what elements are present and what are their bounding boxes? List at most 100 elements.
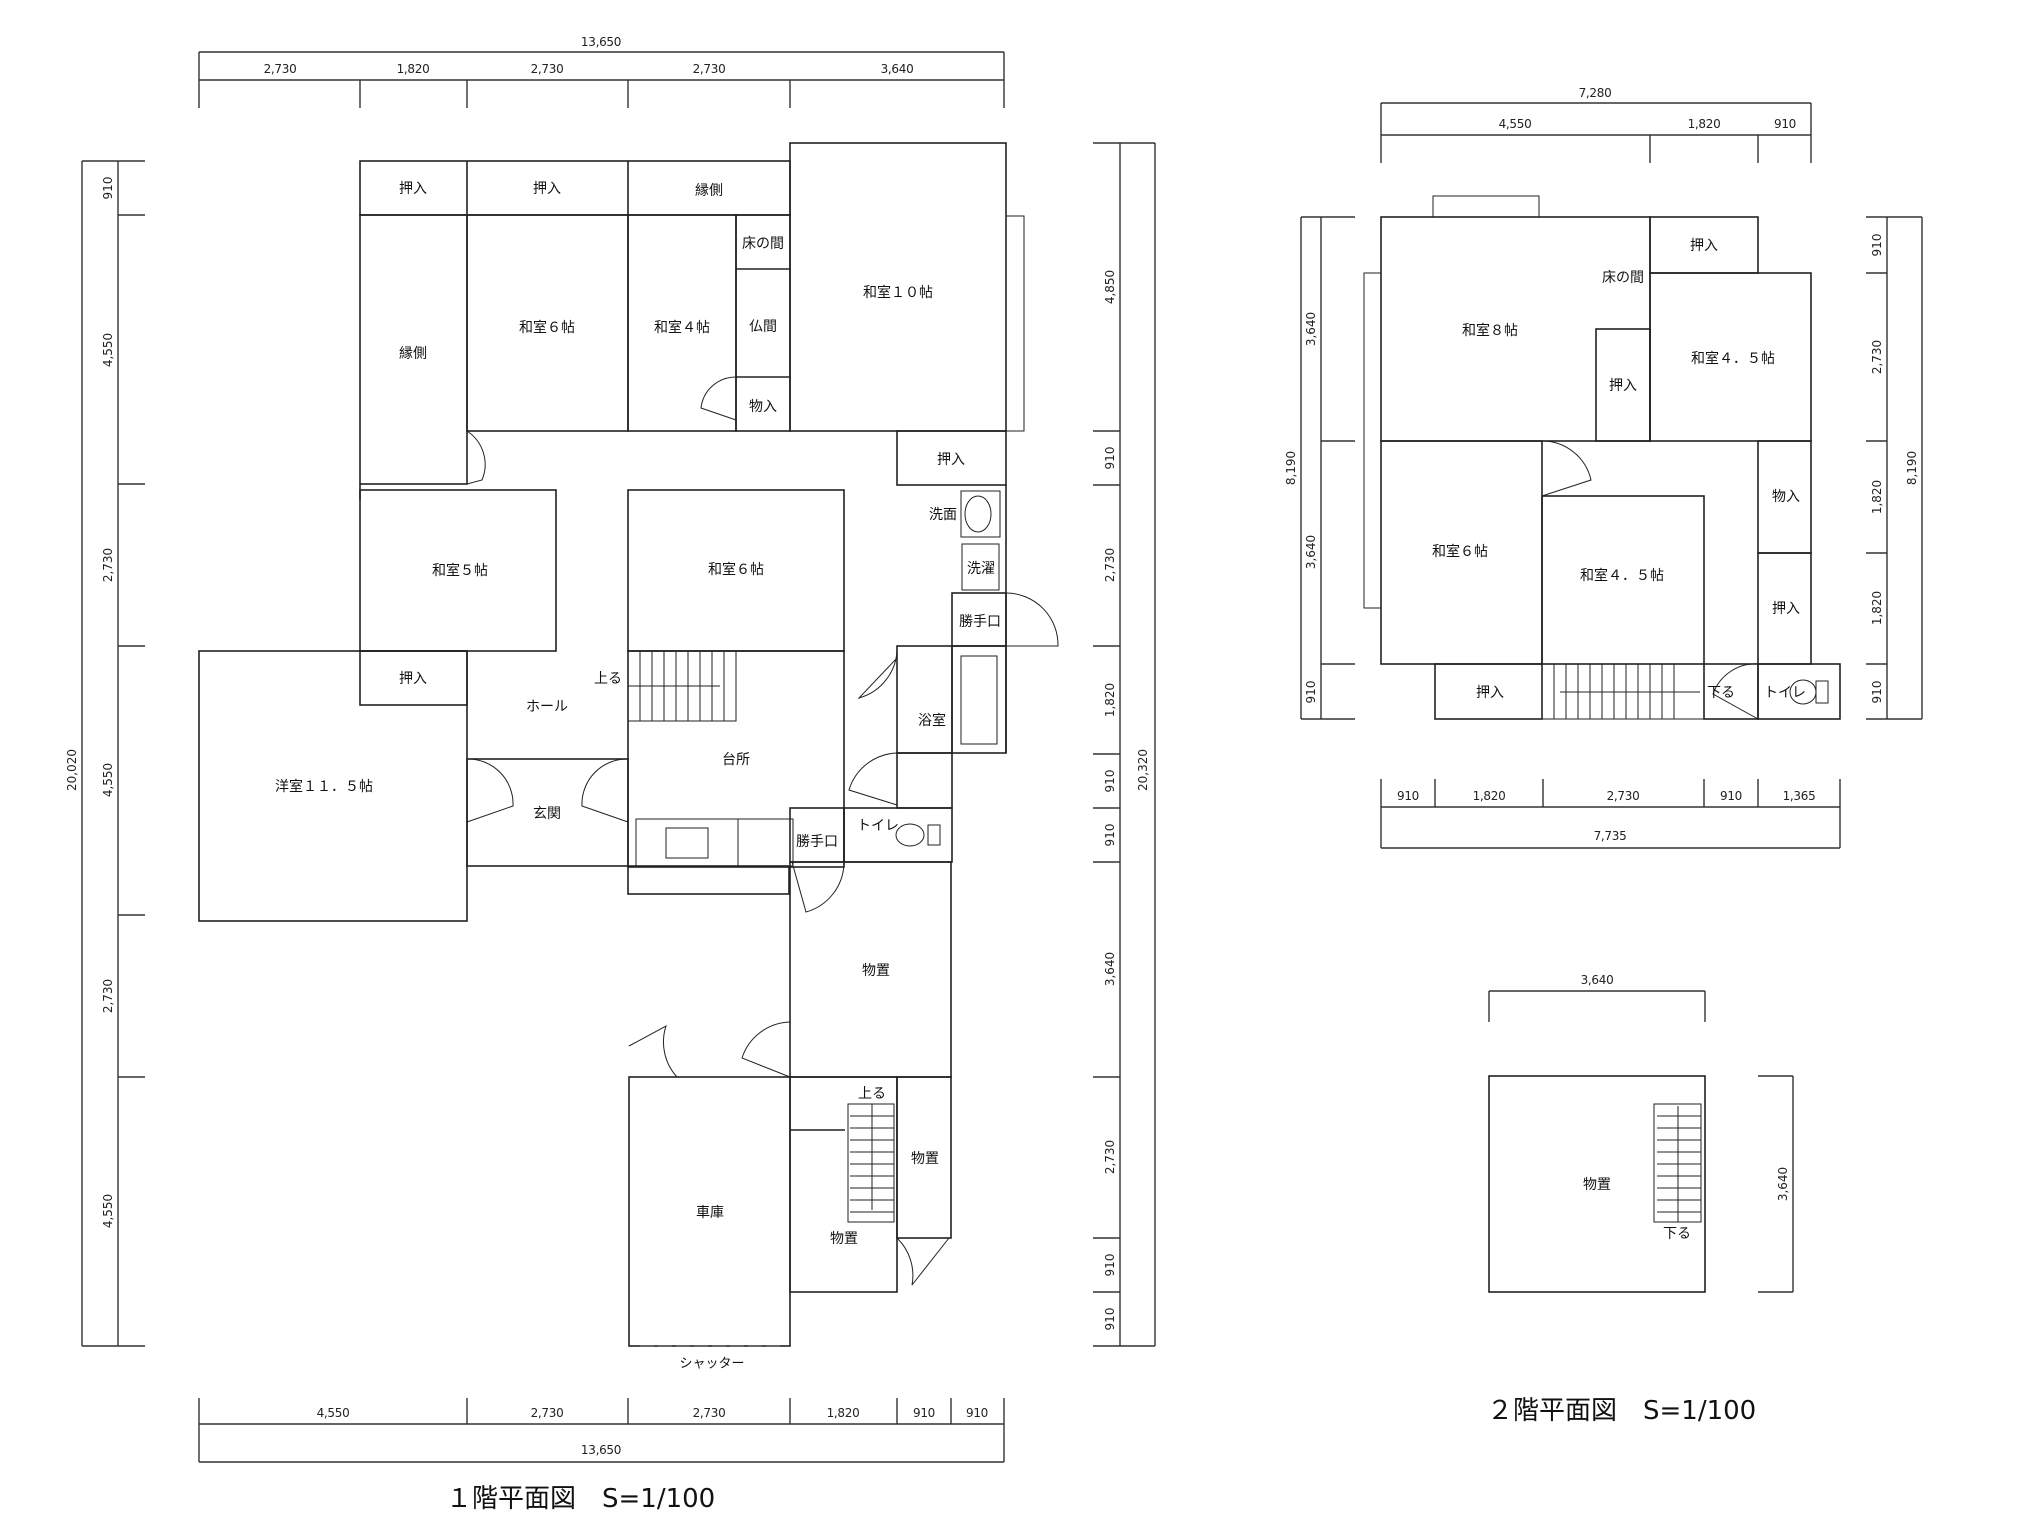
- room-oshiire: 押入: [399, 671, 427, 687]
- door-swing: [700, 376, 737, 421]
- room-katteguchi: 勝手口: [796, 834, 838, 850]
- floor1-dim-bottom-seg: 1,820: [826, 1406, 860, 1420]
- floor2-dim-right-seg: 1,820: [1870, 590, 1884, 626]
- floor1-dim-top-seg: 2,730: [530, 62, 564, 76]
- floor2-dimensions: [1300, 102, 1923, 849]
- room-monooki: 物置: [830, 1231, 858, 1247]
- floor2-dim-left-total: 8,190: [1284, 450, 1298, 486]
- room-toilet: トイレ: [857, 818, 899, 834]
- room-washitsu-8: 和室８帖: [1462, 323, 1518, 339]
- floor1-dim-right-seg: 910: [1103, 823, 1117, 847]
- floor2-dim-right-seg: 2,730: [1870, 339, 1884, 375]
- room-monoire: 物入: [1772, 489, 1800, 505]
- floor2-dim-right-total: 8,190: [1905, 450, 1919, 486]
- floor2-dim-top-seg: 1,820: [1687, 117, 1721, 131]
- room-daidokoro: 台所: [722, 752, 750, 768]
- floor1-dim-right-seg: 4,850: [1103, 269, 1117, 305]
- floor1-dim-right-total: 20,320: [1136, 749, 1150, 791]
- room-butsuma: 仏間: [749, 319, 777, 335]
- floor1-dim-right-seg: 3,640: [1103, 951, 1117, 987]
- floor1-dim-bottom-seg: 910: [912, 1406, 936, 1420]
- floor2-dim-right-seg: 910: [1870, 233, 1884, 257]
- stairs-down-label: 下る: [1663, 1226, 1691, 1242]
- room-hall: ホール: [526, 699, 568, 715]
- floor1-dim-top-seg: 3,640: [880, 62, 914, 76]
- floor2-title: ２階平面図 S=1/100: [1487, 1396, 1757, 1426]
- room-oshiire: 押入: [533, 181, 561, 197]
- floor1-dim-bottom-seg: 4,550: [316, 1406, 350, 1420]
- floor2-dim-bottom-seg: 1,820: [1472, 789, 1506, 803]
- floor1-dim-top-total: 13,650: [580, 35, 622, 49]
- floor1-dim-top-seg: 1,820: [396, 62, 430, 76]
- stairs-down-label: 下る: [1707, 685, 1735, 701]
- room-toilet: トイレ: [1764, 685, 1806, 701]
- floor1-dim-top-seg: 2,730: [692, 62, 726, 76]
- floor2-walls: [1363, 195, 1841, 720]
- floor1-dim-right-seg: 2,730: [1103, 1139, 1117, 1175]
- room-monoire: 物入: [749, 399, 777, 415]
- room-washitsu-6: 和室６帖: [708, 562, 764, 578]
- floor2-dim-left-seg: 910: [1304, 680, 1318, 704]
- floor1-dim-left-seg: 4,550: [101, 1193, 115, 1229]
- stairs-1f-lower: [847, 1103, 895, 1223]
- floor1-dim-bottom-seg: 2,730: [692, 1406, 726, 1420]
- floor1-dim-right-seg: 910: [1103, 1307, 1117, 1331]
- floor2-dim-bottom-seg: 1,365: [1782, 789, 1816, 803]
- floor1-dim-bottom-total: 13,650: [580, 1443, 622, 1457]
- room-katteguchi: 勝手口: [959, 614, 1001, 630]
- floor2-dim-top-seg: 4,550: [1498, 117, 1532, 131]
- room-engawa: 縁側: [695, 183, 723, 199]
- room-tokonoma: 床の間: [742, 236, 784, 252]
- floor1-dim-left-seg: 4,550: [101, 332, 115, 368]
- stairs-up-label: 上る: [594, 671, 622, 687]
- floor2-dim-bottom-seg: 910: [1719, 789, 1743, 803]
- floor1-title: １階平面図 S=1/100: [446, 1484, 716, 1514]
- room-yokushitsu: 浴室: [918, 713, 946, 729]
- floor1-dim-top-seg: 2,730: [263, 62, 297, 76]
- floor1-dim-right-seg: 1,820: [1103, 682, 1117, 718]
- room-washitsu-6: 和室６帖: [519, 320, 575, 336]
- floor1-dim-right-seg: 910: [1103, 1253, 1117, 1277]
- room-oshiire: 押入: [937, 452, 965, 468]
- storage-dim-top: 3,640: [1580, 973, 1614, 987]
- room-washitsu-6: 和室６帖: [1432, 544, 1488, 560]
- floor1-dim-left-seg: 2,730: [101, 978, 115, 1014]
- room-senmen: 洗面: [929, 507, 957, 523]
- floor2-dim-left-seg: 3,640: [1304, 534, 1318, 570]
- room-monooki: 物置: [1583, 1177, 1611, 1193]
- floor2-dim-top-total: 7,280: [1578, 86, 1612, 100]
- floor1-dim-bottom-seg: 910: [965, 1406, 989, 1420]
- room-shako: 車庫: [696, 1205, 724, 1221]
- floor2-dim-bottom-total: 7,735: [1593, 829, 1627, 843]
- floor1-dim-bottom-seg: 2,730: [530, 1406, 564, 1420]
- room-washitsu-10: 和室１０帖: [863, 285, 933, 301]
- floor1-dim-right-seg: 910: [1103, 446, 1117, 470]
- room-engawa: 縁側: [399, 346, 427, 362]
- floor1-dim-right-seg: 910: [1103, 769, 1117, 793]
- room-oshiire: 押入: [399, 181, 427, 197]
- room-tokonoma: 床の間: [1602, 270, 1644, 286]
- stairs-up-label: 上る: [858, 1086, 886, 1102]
- floor1-dim-left-seg: 4,550: [101, 762, 115, 798]
- storage-dim-right: 3,640: [1776, 1166, 1790, 1202]
- room-youshitsu: 洋室１１．５帖: [275, 779, 373, 795]
- room-oshiire: 押入: [1609, 378, 1637, 394]
- floor1-dim-left-total: 20,020: [65, 749, 79, 791]
- floor2-dim-right-seg: 910: [1870, 680, 1884, 704]
- floor1-walls: [198, 142, 1059, 1347]
- room-oshiire: 押入: [1476, 685, 1504, 701]
- shutter-label: シャッター: [679, 1356, 745, 1372]
- storage-plan: [1488, 990, 1794, 1293]
- room-genkan: 玄関: [533, 806, 561, 822]
- room-washitsu-4-5: 和室４．５帖: [1580, 568, 1664, 584]
- room-monooki: 物置: [911, 1151, 939, 1167]
- stairs-1f-upper: [627, 650, 737, 722]
- floor1-dim-left-seg: 910: [101, 176, 115, 200]
- room-washitsu-4-5: 和室４．５帖: [1691, 351, 1775, 367]
- room-washitsu-4: 和室４帖: [654, 320, 710, 336]
- floor2-dim-right-seg: 1,820: [1870, 479, 1884, 515]
- room-sentaku: 洗濯: [967, 561, 995, 577]
- stairs-2f: [1541, 663, 1705, 720]
- floor1-dimensions: [81, 51, 1156, 1463]
